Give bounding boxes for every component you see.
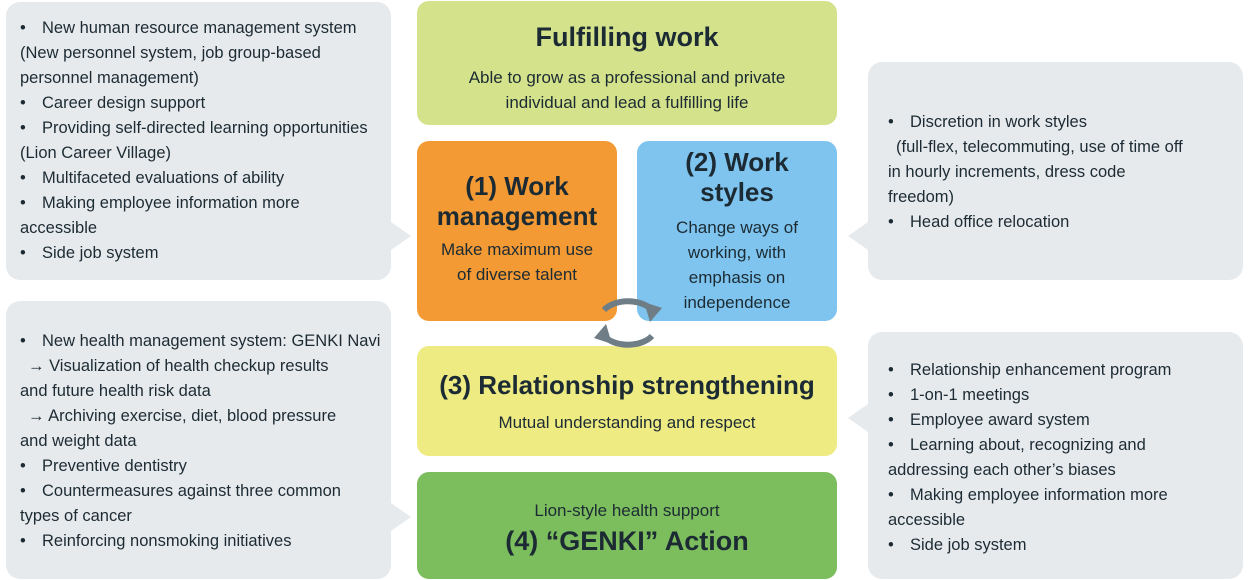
work-management-box: (1) Work management Make maximum use of … bbox=[417, 141, 617, 321]
right-bottom-list: •Relationship enhancement program •1-on-… bbox=[888, 358, 1235, 558]
list-item: •Relationship enhancement program bbox=[888, 361, 1172, 379]
work-styles-desc-2: working, with bbox=[687, 243, 787, 262]
list-item: •1-on-1 meetings bbox=[888, 386, 1030, 404]
right-top-list: •Discretion in work styles(full-flex, te… bbox=[888, 110, 1235, 235]
list-item: •Multifaceted evaluations of ability bbox=[20, 169, 285, 187]
work-styles-desc-4: independence bbox=[683, 293, 791, 312]
right-bottom-panel: •Relationship enhancement program •1-on-… bbox=[868, 332, 1243, 579]
fulfilling-work-title: Fulfilling work bbox=[535, 22, 719, 52]
left-bottom-panel: •New health management system: GENKI Nav… bbox=[6, 301, 391, 579]
genki-title: (4) “GENKI” Action bbox=[505, 526, 749, 556]
work-styles-box: (2) Work styles Change ways of working, … bbox=[637, 141, 837, 321]
work-management-desc-2: of diverse talent bbox=[456, 265, 577, 284]
left-bottom-list: •New health management system: GENKI Nav… bbox=[20, 329, 381, 554]
list-item: •Providing self-directed learning opport… bbox=[20, 119, 368, 162]
left-bottom-pointer bbox=[391, 503, 411, 531]
right-bottom-pointer bbox=[848, 404, 868, 432]
list-item: •Preventive dentistry bbox=[20, 457, 187, 475]
list-item: •New human resource management system(Ne… bbox=[20, 19, 357, 87]
work-management-title-2: management bbox=[436, 201, 598, 231]
relationship-title: (3) Relationship strengthening bbox=[439, 370, 815, 400]
left-top-panel: •New human resource management system(Ne… bbox=[6, 2, 391, 280]
cycle-arrows-icon bbox=[594, 298, 662, 348]
list-item: •Reinforcing nonsmoking initiatives bbox=[20, 532, 292, 550]
left-top-list: •New human resource management system(Ne… bbox=[20, 16, 381, 266]
work-management-desc-1: Make maximum use bbox=[440, 240, 594, 259]
genki-action-box: Lion-style health support (4) “GENKI” Ac… bbox=[417, 472, 837, 579]
genki-desc: Lion-style health support bbox=[534, 501, 720, 520]
fulfilling-work-desc-2: individual and lead a fulfilling life bbox=[505, 93, 749, 112]
work-styles-title-1: (2) Work bbox=[685, 147, 789, 177]
list-item: •Head office relocation bbox=[888, 213, 1070, 231]
list-item: •New health management system: GENKI Nav… bbox=[20, 332, 381, 450]
work-management-title-1: (1) Work bbox=[465, 171, 569, 201]
work-styles-desc-3: emphasis on bbox=[688, 268, 786, 287]
right-top-pointer bbox=[848, 222, 868, 250]
work-styles-desc-1: Change ways of bbox=[676, 218, 798, 237]
list-item: •Side job system bbox=[888, 536, 1027, 554]
right-top-panel: •Discretion in work styles(full-flex, te… bbox=[868, 62, 1243, 280]
list-item: •Side job system bbox=[20, 244, 159, 262]
fulfilling-work-desc-1: Able to grow as a professional and priva… bbox=[468, 68, 786, 87]
left-top-pointer bbox=[391, 222, 411, 250]
list-item: •Career design support bbox=[20, 94, 206, 112]
list-item: •Discretion in work styles(full-flex, te… bbox=[888, 113, 1183, 206]
list-item: •Employee award system bbox=[888, 411, 1090, 429]
relationship-box: (3) Relationship strengthening Mutual un… bbox=[417, 346, 837, 456]
fulfilling-work-box: Fulfilling work Able to grow as a profes… bbox=[417, 1, 837, 125]
relationship-desc: Mutual understanding and respect bbox=[498, 413, 756, 432]
work-styles-title-2: styles bbox=[700, 177, 774, 207]
